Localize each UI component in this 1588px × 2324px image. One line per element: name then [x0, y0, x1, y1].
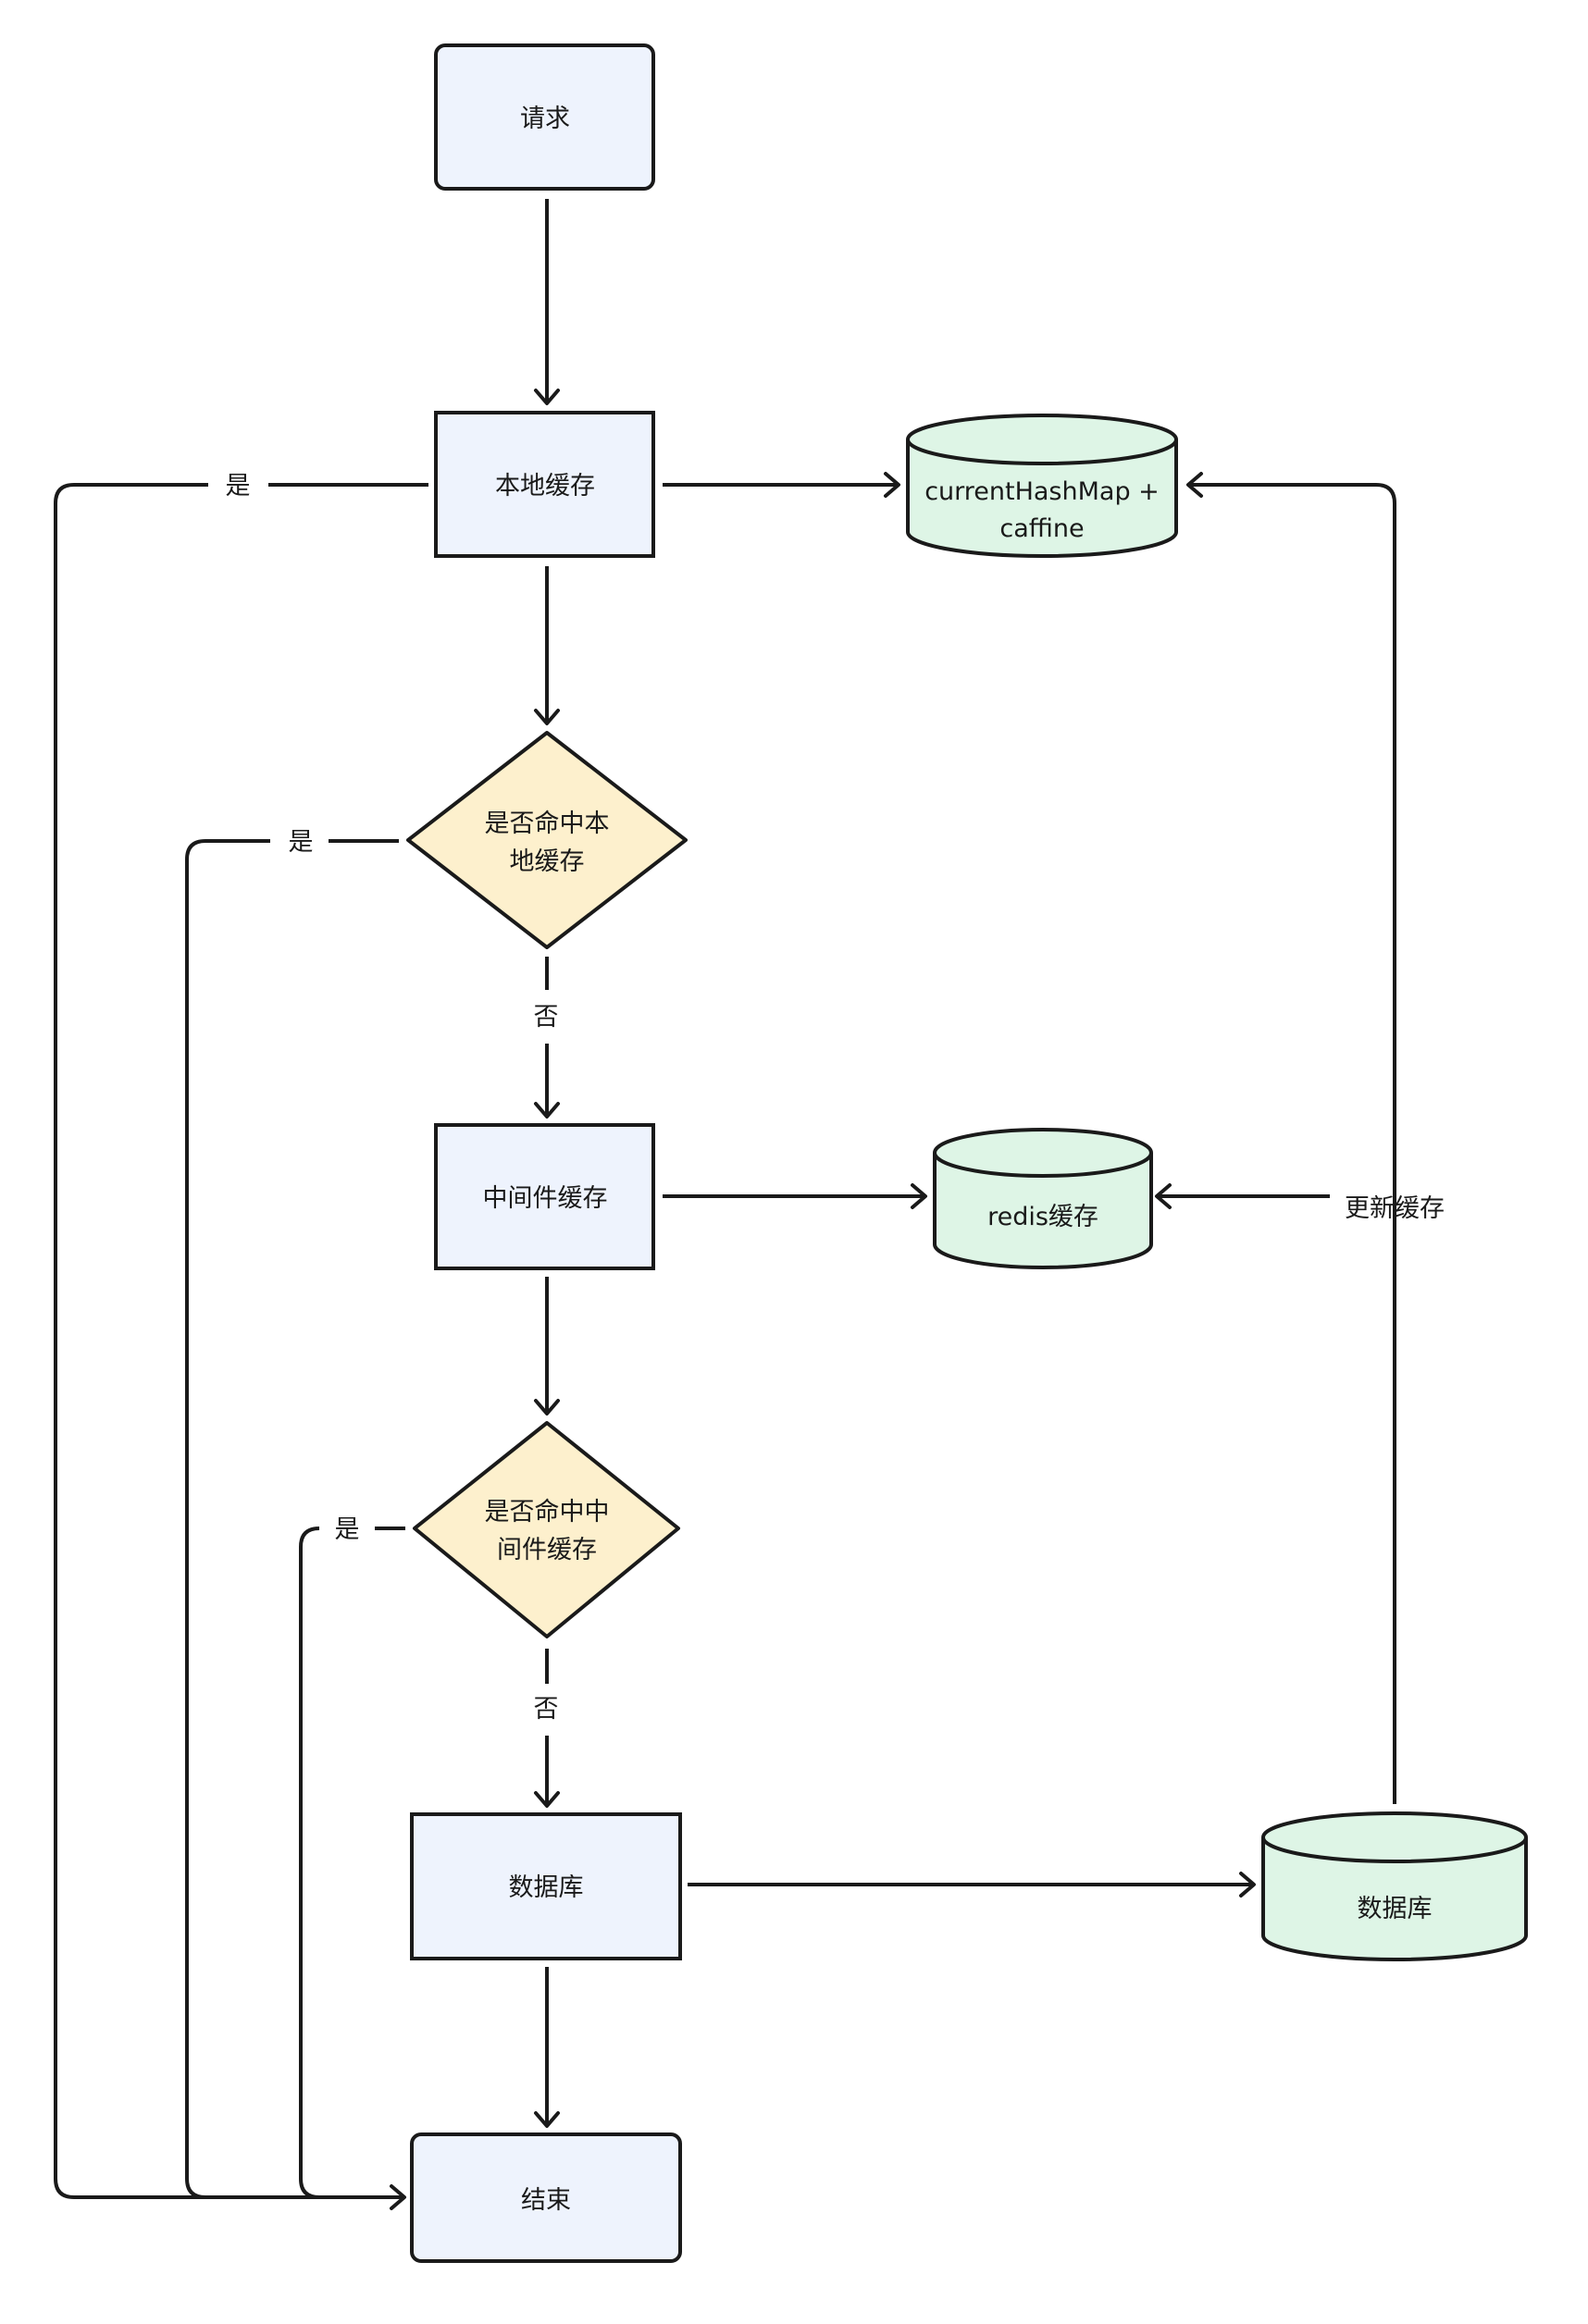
edge-local-cache-yes: [54, 483, 428, 2199]
edge-update-cache: [1188, 483, 1396, 1804]
store-db-label: 数据库: [1358, 1895, 1433, 1923]
arrowhead: [390, 2184, 406, 2210]
node-request: 请求: [434, 43, 655, 191]
arrowhead: [534, 709, 560, 725]
store-local-line2: caffine: [999, 514, 1084, 543]
arrowhead: [534, 1791, 560, 1808]
decision-hit-mid-line2: 间件缓存: [497, 1536, 597, 1564]
edge-label-no-hit-mid: 否: [534, 1695, 559, 1724]
arrowhead: [1239, 1872, 1256, 1898]
node-request-label: 请求: [520, 105, 570, 133]
edge-label-no-hit-local: 否: [534, 1003, 559, 1032]
edge-label-update-cache: 更新缓存: [1345, 1194, 1445, 1223]
node-mid-cache-label: 中间件缓存: [483, 1184, 608, 1213]
arrowhead: [1155, 1183, 1172, 1209]
node-end-label: 结束: [521, 2186, 571, 2215]
edge-label-yes-local-cache: 是: [226, 472, 251, 501]
edge-label-yes-hit-local: 是: [289, 828, 314, 857]
arrowhead: [534, 1102, 560, 1119]
store-local: currentHashMap + caffine: [906, 414, 1178, 558]
node-database-label: 数据库: [509, 1873, 584, 1902]
arrowhead: [911, 1183, 927, 1209]
node-local-cache: 本地缓存: [434, 411, 655, 558]
arrowhead: [534, 2111, 560, 2128]
edge-decision-mid-yes: [299, 1527, 405, 2199]
decision-hit-mid-line1: 是否命中中: [485, 1498, 610, 1527]
node-local-cache-label: 本地缓存: [495, 472, 595, 501]
decision-hit-local: 是否命中本 地缓存: [406, 731, 688, 949]
decision-hit-local-line1: 是否命中本: [485, 810, 610, 838]
edge-label-yes-hit-mid: 是: [335, 1515, 360, 1544]
store-local-line1: currentHashMap +: [924, 477, 1160, 506]
arrowhead: [1186, 472, 1203, 498]
edge-decision-local-yes: [185, 839, 399, 2199]
store-db: 数据库: [1261, 1811, 1528, 1961]
node-mid-cache: 中间件缓存: [434, 1123, 655, 1270]
decision-hit-mid: 是否命中中 间件缓存: [413, 1421, 680, 1638]
node-end: 结束: [410, 2132, 682, 2263]
decision-hit-local-line2: 地缓存: [510, 847, 585, 876]
arrowhead: [884, 472, 900, 498]
arrowhead: [534, 389, 560, 405]
node-database: 数据库: [410, 1812, 682, 1960]
store-redis: redis缓存: [933, 1128, 1153, 1269]
store-redis-label: redis缓存: [987, 1203, 1098, 1231]
arrowhead: [534, 1399, 560, 1415]
